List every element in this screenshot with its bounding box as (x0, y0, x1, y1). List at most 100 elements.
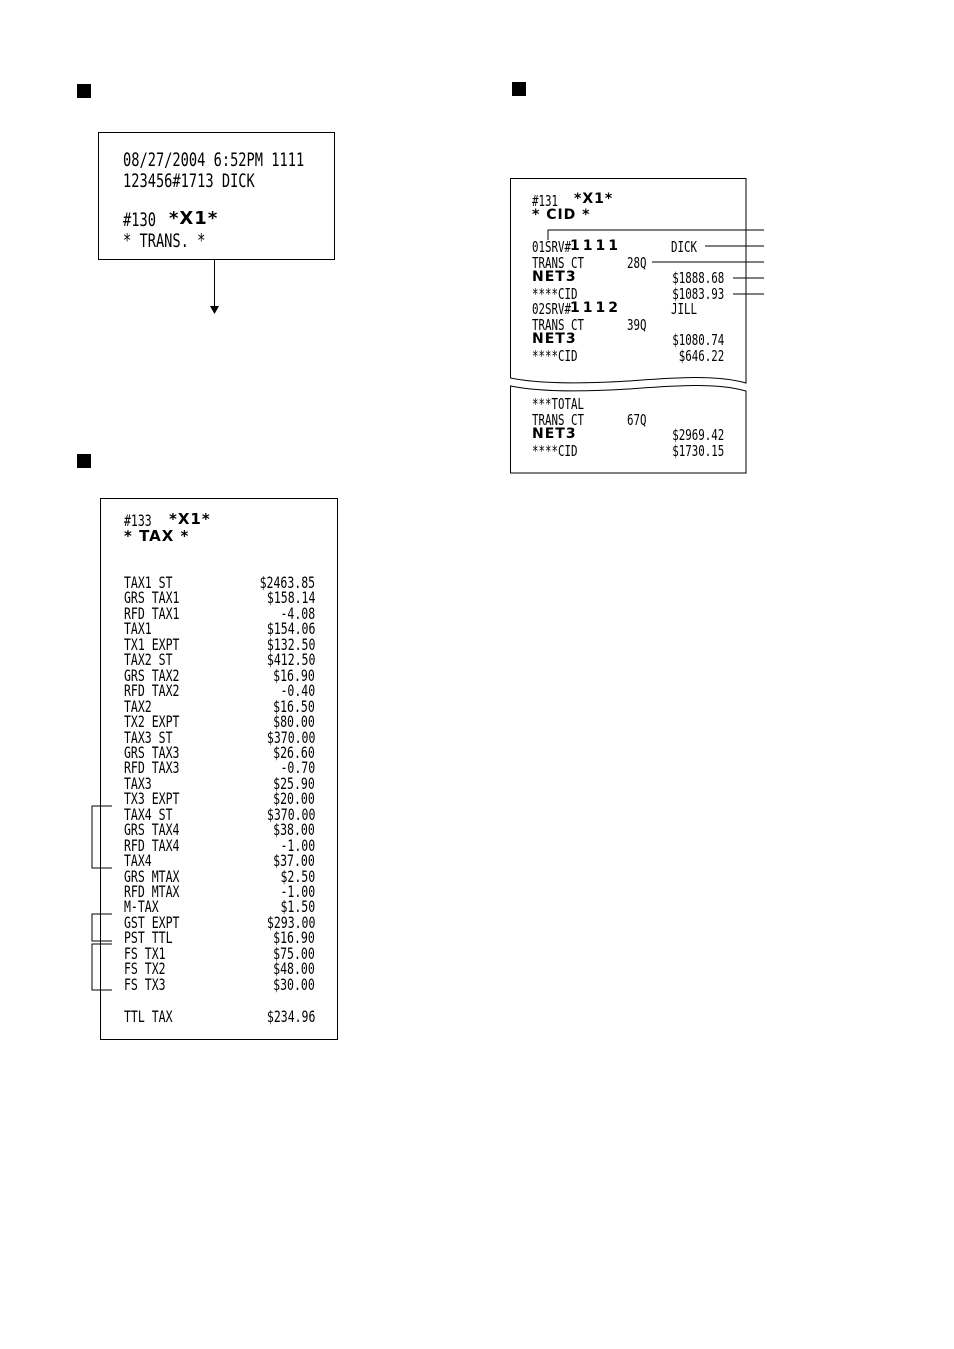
total-label: ***TOTAL (532, 395, 585, 413)
server2-trans-label: TRANS CT (532, 316, 585, 334)
total-cid-label: ****CID (532, 442, 578, 460)
receipt-datetime: 08/27/2004 6:52PM 1111 (123, 149, 305, 171)
tax-row-value: $370.00 (266, 727, 315, 747)
tax-row-label: TAX2 ST (124, 650, 173, 670)
trans-receipt: 08/27/2004 6:52PM 1111 123456#1713 DICK … (98, 132, 335, 260)
tax-row-label: GRS TAX2 (124, 665, 180, 685)
section-marker-cid (512, 82, 526, 96)
tax-row-value: $293.00 (266, 912, 315, 932)
tax-row-value: $412.50 (266, 650, 315, 670)
arrow-line (214, 259, 215, 307)
tax-row-value-cell: -0.40 (267, 681, 315, 700)
tax-row-label: TAX3 ST (124, 727, 173, 747)
server1-cid-label: ****CID (532, 285, 578, 303)
tax-row: TAX3 ST (124, 728, 191, 747)
x1-mark: *X1* (574, 191, 614, 207)
total-trans-value: 67Q (627, 411, 647, 429)
tax-row-value: $158.14 (266, 588, 315, 608)
total-tax-label: TTL TAX (124, 1007, 173, 1026)
tax-row-value-cell: -1.00 (267, 836, 315, 855)
tax-row-value: $16.90 (273, 665, 315, 685)
tax-row-label: FS TX1 (124, 943, 166, 963)
x1-mark: *X1* (169, 510, 211, 528)
tax-row-value-cell: -1.00 (267, 882, 315, 901)
tax-row: PST TTL (124, 928, 191, 947)
tax-row-label: M-TAX (124, 897, 159, 917)
tax-row: TX2 EXPT (124, 712, 201, 731)
tax-row-value-cell: $30.00 (257, 975, 315, 994)
tax-row-value-cell: $16.90 (257, 666, 315, 685)
server1-net-value: $1888.68 (671, 269, 724, 287)
tax-row: TAX4 (124, 851, 163, 870)
tax-row-label: TAX2 (124, 696, 152, 716)
tax-row: RFD MTAX (124, 882, 201, 901)
tax-row-value-cell: $412.50 (248, 650, 315, 669)
tax-row: GRS MTAX (124, 867, 201, 886)
tax-row-value: $25.90 (273, 773, 315, 793)
tax-row-value: $16.50 (273, 696, 315, 716)
tax-row-value: $1.50 (280, 897, 315, 917)
tax-row: GRS TAX2 (124, 666, 201, 685)
tax-row-value-cell: $1.50 (267, 897, 315, 916)
tax-row-value: $132.50 (266, 634, 315, 654)
server2-net-value: $1080.74 (671, 331, 724, 349)
tax-row: TAX1 (124, 619, 163, 638)
cid-receipt: #131 *X1* * CID * 01SRV# 1111 DICK TRANS… (510, 178, 747, 474)
tax-row: FS TX3 (124, 975, 182, 994)
tax-row-value: $16.90 (273, 928, 315, 948)
tax-row-label: GRS TAX3 (124, 742, 180, 762)
tax-row: GST EXPT (124, 913, 201, 932)
tax-row: RFD TAX2 (124, 681, 201, 700)
tax-row: M-TAX (124, 897, 172, 916)
tax-row-value-cell: $26.60 (257, 743, 315, 762)
total-net-label: NET3 (532, 426, 577, 442)
tax-row-value-cell: -0.70 (267, 758, 315, 777)
report-number: #133 (124, 511, 152, 530)
tax-row-value: $2.50 (280, 866, 315, 886)
server1-name: DICK (671, 238, 698, 256)
tax-row-value: $38.00 (273, 820, 315, 840)
tax-row-value: -0.70 (280, 758, 315, 778)
tax-row-label: TX3 EXPT (124, 789, 180, 809)
tax-row: GRS TAX3 (124, 743, 201, 762)
total-cid-value: $1730.15 (671, 442, 724, 460)
server2-code: 1112 (570, 300, 621, 316)
section-marker-trans (77, 84, 91, 98)
tax-row: RFD TAX4 (124, 836, 201, 855)
tax-row-value: $20.00 (273, 789, 315, 809)
server1-trans-label: TRANS CT (532, 254, 585, 272)
report-number: #131 (532, 192, 559, 210)
tax-row: FS TX2 (124, 959, 182, 978)
tax-row-value-cell: $16.90 (257, 928, 315, 947)
tax-row-value: $75.00 (273, 943, 315, 963)
tax-row: GRS TAX4 (124, 820, 201, 839)
tax-row-value: $2463.85 (259, 573, 315, 592)
server2-net-label: NET3 (532, 331, 577, 347)
tax-row-label: RFD TAX2 (124, 681, 180, 701)
tax-row-value: $154.06 (266, 619, 315, 639)
report-title: * CID * (532, 207, 591, 223)
tax-row-label: RFD TAX1 (124, 603, 180, 623)
receipt-id-line: 123456#1713 DICK (123, 170, 255, 192)
tax-row-value-cell: -4.08 (267, 604, 315, 623)
tax-row-value: $80.00 (273, 712, 315, 732)
tax-row-value-cell: $37.00 (257, 851, 315, 870)
tax-row-label: TAX4 ST (124, 804, 173, 824)
tax-row-label: FS TX3 (124, 974, 166, 994)
server1-code: 1111 (570, 238, 621, 254)
tax-row-label: TX1 EXPT (124, 634, 180, 654)
total-trans-label: TRANS CT (532, 411, 585, 429)
tax-row: TAX2 (124, 697, 163, 716)
tax-row-value: $370.00 (266, 804, 315, 824)
x1-mark: *X1* (169, 208, 219, 229)
tax-row-value-cell: $20.00 (257, 789, 315, 808)
tax-row-value: $30.00 (273, 974, 315, 994)
section-marker-tax (77, 454, 91, 468)
tax-row-value-cell: $293.00 (248, 913, 315, 932)
tax-row-value: $37.00 (273, 851, 315, 871)
tax-row-label: GRS TAX4 (124, 820, 180, 840)
tax-row-label: TAX4 (124, 851, 152, 871)
server2-cid-label: ****CID (532, 347, 578, 365)
tax-row-label: TAX1 ST (124, 573, 173, 592)
